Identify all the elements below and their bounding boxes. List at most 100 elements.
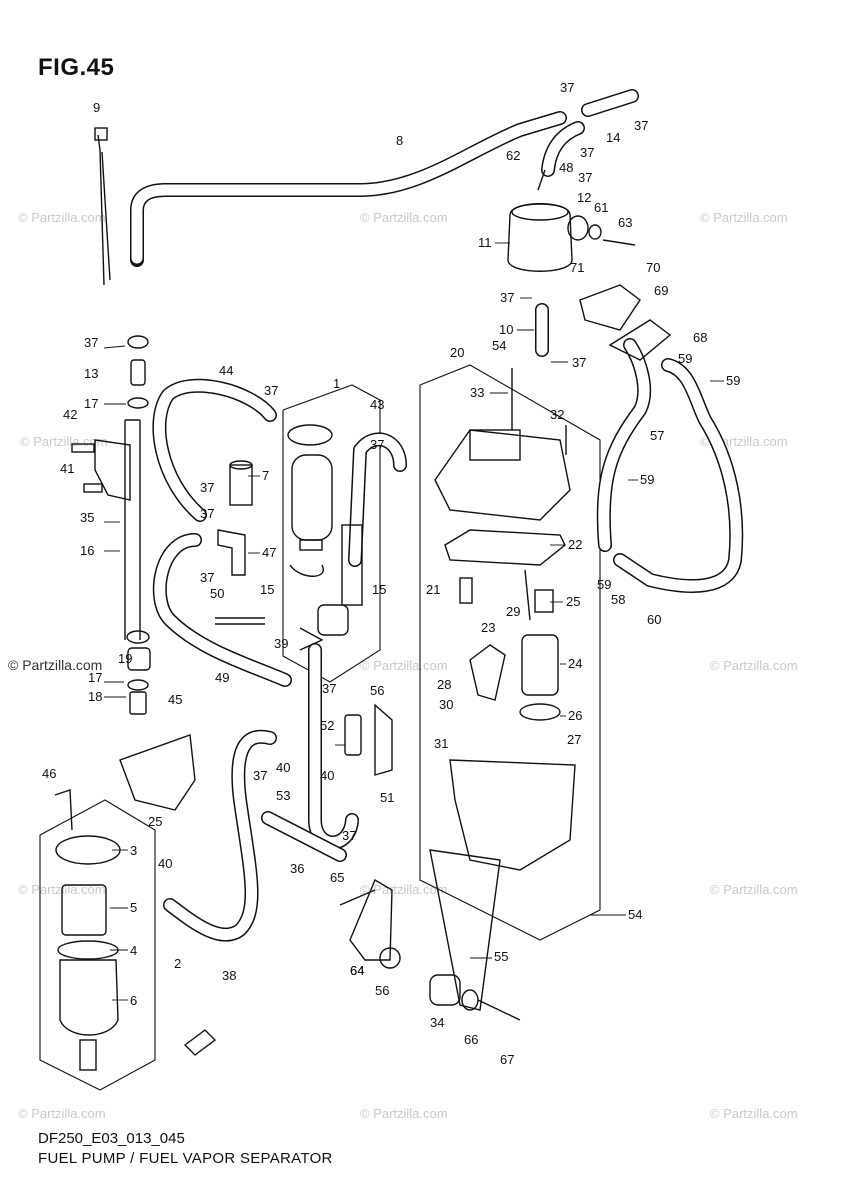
callout-label: 3 (130, 843, 137, 858)
callout-label: 64 (350, 963, 364, 978)
callout-label: 59 (678, 351, 692, 366)
separator-bowl (449, 759, 576, 871)
callout-label: 5 (130, 900, 137, 915)
callout-label: 40 (158, 856, 172, 871)
clamp-37 (127, 335, 149, 349)
callout-label: 10 (499, 322, 513, 337)
callout-label: 42 (63, 407, 77, 422)
callout-label: 38 (222, 968, 236, 983)
callout-label: 37 (578, 170, 592, 185)
sleeve-7 (229, 464, 253, 506)
parts (54, 127, 672, 1071)
callout-label: 29 (506, 604, 520, 619)
valve-68 (608, 319, 672, 361)
pump-top (287, 424, 333, 446)
callout-label: 47 (262, 545, 276, 560)
fuel-pump-body (291, 454, 333, 541)
separator-cover (434, 429, 571, 521)
callout-label: 9 (93, 100, 100, 115)
callout-label: 37 (253, 768, 267, 783)
callout-label: 37 (634, 118, 648, 133)
fwd-arrow (183, 1029, 217, 1056)
callout-label: 24 (568, 656, 582, 671)
callout-label: 52 (320, 718, 334, 733)
callout-label: 37 (264, 383, 278, 398)
bolt-67 (477, 999, 521, 1021)
watermark-text: © Partzilla.com (360, 882, 448, 897)
assembly-frames (39, 364, 601, 1091)
hose-53 (308, 643, 359, 850)
watermark-text: © Partzilla.com (360, 658, 448, 673)
frame-vapor-separator-assembly (419, 364, 601, 941)
watermark-text: © Partzilla.com (710, 1106, 798, 1121)
callout-label: 33 (470, 385, 484, 400)
callout-label: 6 (130, 993, 137, 1008)
watermark-text: © Partzilla.com (20, 434, 108, 449)
tube-16 (124, 419, 141, 640)
callout-label: 40 (320, 768, 334, 783)
watermark-text: © Partzilla.com (18, 210, 106, 225)
callout-label: 30 (439, 697, 453, 712)
callout-label: 62 (506, 148, 520, 163)
o-ring-17 (127, 397, 149, 409)
grommet-12 (567, 215, 589, 241)
callout-label: 21 (426, 582, 440, 597)
bracket-45 (119, 734, 196, 811)
callout-label: 28 (437, 677, 451, 692)
callout-label: 45 (168, 692, 182, 707)
callout-label: 25 (566, 594, 580, 609)
callout-label: 20 (450, 345, 464, 360)
callout-label: 39 (274, 636, 288, 651)
plug-18 (129, 691, 147, 715)
callout-label: 25 (148, 814, 162, 829)
bracket-23 (469, 644, 506, 701)
callout-label: 56 (370, 683, 384, 698)
grommet-56 (379, 947, 401, 969)
bracket-51 (374, 703, 393, 776)
callout-label: 37 (84, 335, 98, 350)
callout-label: 60 (647, 612, 661, 627)
diagram-caption: FUEL PUMP / FUEL VAPOR SEPARATOR (38, 1150, 333, 1167)
bolt-65 (339, 889, 376, 906)
callout-label: 59 (640, 472, 654, 487)
callout-label: 37 (370, 437, 384, 452)
callout-label: 61 (594, 200, 608, 215)
callout-label: 48 (559, 160, 573, 175)
callout-label: 17 (88, 670, 102, 685)
bracket-69 (579, 284, 641, 331)
callout-label: 54 (628, 907, 642, 922)
callout-label: 56 (375, 983, 389, 998)
callout-label: 54 (492, 338, 506, 353)
callout-label: 69 (654, 283, 668, 298)
callout-label: 37 (322, 681, 336, 696)
bracket-64 (349, 878, 393, 961)
watermark-text: © Partzilla.com (710, 882, 798, 897)
pump-24 (521, 634, 559, 696)
watermarks: © Partzilla.com © Partzilla.com © Partzi… (8, 210, 798, 1121)
callout-label: 15 (260, 582, 274, 597)
callout-label: 18 (88, 689, 102, 704)
callout-label: 37 (200, 570, 214, 585)
bracket-41 (94, 439, 131, 501)
callout-label: 37 (200, 480, 214, 495)
watermark-text: © Partzilla.com (18, 1106, 106, 1121)
callout-label: 16 (80, 543, 94, 558)
callout-label: 71 (570, 260, 584, 275)
callout-label: 37 (200, 506, 214, 521)
washer-61 (588, 224, 602, 240)
o-ring-17b (127, 679, 149, 691)
frame-fuel-filter-assembly (39, 799, 156, 1091)
callout-label: 57 (650, 428, 664, 443)
callout-label: 14 (606, 130, 620, 145)
filter-11 (507, 203, 573, 272)
bolt-63 (602, 239, 636, 246)
watermark-text: © Partzilla.com (360, 1106, 448, 1121)
callout-label: 65 (330, 870, 344, 885)
callout-label: 4 (130, 943, 137, 958)
bolt-42 (71, 443, 95, 453)
filter-element-5 (61, 884, 107, 936)
callout-label: 63 (618, 215, 632, 230)
callout-label: 58 (611, 592, 625, 607)
elbow-47 (217, 529, 246, 576)
callout-label: 13 (84, 366, 98, 381)
